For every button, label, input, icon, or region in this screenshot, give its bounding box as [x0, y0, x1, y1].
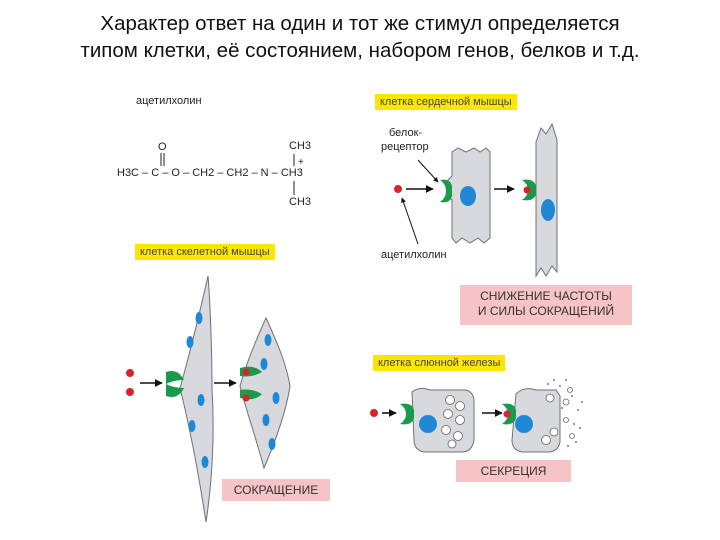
heart-cell-2 — [522, 122, 558, 278]
nucleus — [419, 415, 437, 433]
salivary-cell-2 — [502, 379, 583, 453]
salivary-cell-label: клетка слюнной железы — [373, 355, 506, 371]
nucleus — [268, 438, 276, 450]
ligand — [242, 394, 250, 402]
ligand — [242, 368, 250, 376]
pointer-receptor — [417, 159, 439, 183]
skeletal-cell-1 — [166, 275, 214, 523]
heart-result: СНИЖЕНИЕ ЧАСТОТЫ И СИЛЫ СОКРАЩЕНИЙ — [460, 285, 632, 325]
title-line-2: типом клетки, её состоянием, набором ген… — [80, 39, 640, 62]
receptor-label-line1: белок- — [389, 127, 423, 139]
nucleus — [195, 312, 203, 324]
receptor — [166, 384, 184, 397]
nucleus — [188, 420, 196, 432]
ligand — [126, 369, 134, 377]
salivary-cell-1 — [400, 387, 475, 453]
ligand — [126, 388, 134, 396]
skeletal-cell-label: клетка скелетной мышцы — [135, 244, 275, 260]
pointer-ligand — [401, 197, 419, 245]
molecule-charge: + — [298, 157, 304, 168]
ligand-label: ацетилхолин — [381, 249, 447, 261]
salivary-result: СЕКРЕЦИЯ — [456, 460, 571, 482]
heart-cell-1 — [440, 147, 491, 244]
molecule-formula: H3C – C – O – CH2 – CH2 – N – CH3 — [117, 167, 303, 179]
receptor — [440, 179, 452, 203]
ligand — [523, 186, 531, 194]
secretory-granules — [441, 395, 465, 449]
receptor-label-line2: рецептор — [381, 141, 429, 153]
nucleus — [460, 186, 476, 206]
molecule-ch3-bottom: CH3 — [289, 196, 312, 208]
skeletal-cell-body — [179, 275, 214, 523]
nucleus — [515, 415, 533, 433]
molecule-ch3-top: CH3 — [289, 140, 312, 152]
nucleus — [272, 392, 280, 404]
heart-cell-label: клетка сердечной мышцы — [375, 94, 517, 110]
molecule-name: ацетилхолин — [136, 95, 202, 107]
nucleus — [197, 394, 205, 406]
skeletal-result: СОКРАЩЕНИЕ — [222, 479, 330, 501]
ligand — [394, 185, 402, 193]
nucleus — [201, 456, 209, 468]
receptor — [166, 371, 184, 384]
title-line-1: Характер ответ на один и тот же стимул о… — [100, 12, 620, 35]
nucleus — [541, 199, 555, 221]
heart-result-line1: СНИЖЕНИЕ ЧАСТОТЫ — [480, 289, 612, 303]
nucleus — [260, 358, 268, 370]
secretory-granules — [541, 387, 575, 445]
receptor — [400, 403, 414, 425]
nucleus — [186, 336, 194, 348]
ligand — [370, 409, 378, 417]
nucleus — [264, 334, 272, 346]
skeletal-cell-2 — [239, 316, 291, 470]
molecule-bonds — [160, 153, 295, 195]
secreted-dots — [547, 379, 583, 447]
slide-title: Характер ответ на один и тот же стимул о… — [0, 10, 720, 64]
heart-result-line2: И СИЛЫ СОКРАЩЕНИЙ — [477, 304, 615, 318]
ligand — [503, 410, 511, 418]
nucleus — [262, 414, 270, 426]
molecule-oxygen: O — [158, 141, 167, 153]
